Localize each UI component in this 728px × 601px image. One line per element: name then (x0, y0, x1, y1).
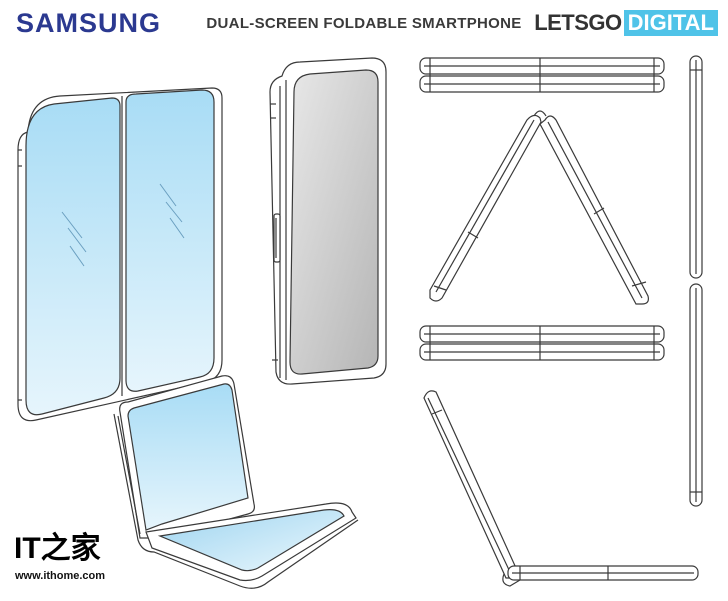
ithome-url: www.ithome.com (15, 570, 106, 582)
laptop-open-figure (113, 375, 359, 589)
folded-front-figure (269, 57, 387, 385)
letsgodigital-logo: LETSGO DIGITAL (534, 10, 718, 36)
ithome-logo: IT之家 (14, 532, 101, 565)
digital-text: DIGITAL (623, 10, 718, 36)
flat-edge-figure (689, 55, 703, 507)
letsgo-text: LETSGO (534, 10, 622, 35)
unfolded-front-figure (17, 87, 223, 422)
samsung-logo: SAMSUNG (16, 8, 162, 38)
closed-top-figure (419, 57, 665, 93)
open-side-figure (423, 390, 699, 587)
page-title: DUAL-SCREEN FOLDABLE SMARTPHONE (206, 15, 522, 32)
tent-side-figure (429, 110, 649, 305)
closed-side-figure (419, 325, 665, 361)
